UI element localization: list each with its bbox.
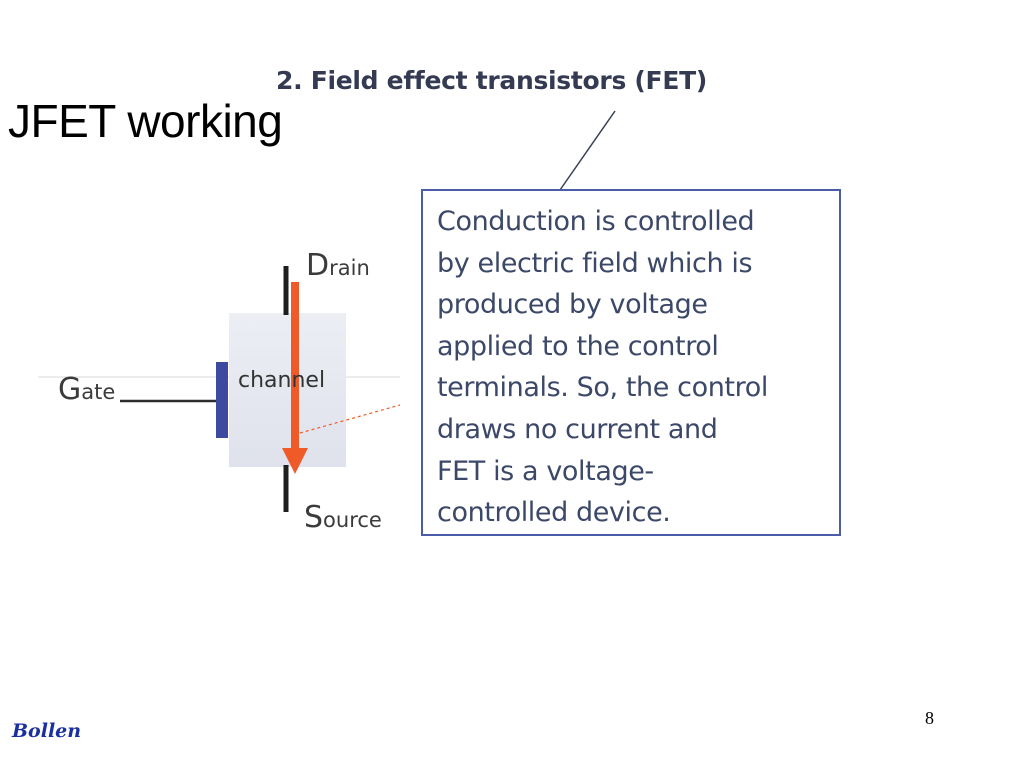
- footer-author: Bollen: [12, 720, 82, 742]
- drain-label-rest: rain: [329, 256, 370, 280]
- callout-line: produced by voltage: [437, 289, 708, 321]
- channel-label: channel: [238, 368, 326, 393]
- callout-line: terminals. So, the control: [437, 372, 768, 404]
- slide-title: JFET working: [8, 95, 283, 147]
- figure-heading: 2. Field effect transistors (FET): [276, 66, 707, 95]
- channel-region: [229, 313, 346, 467]
- callout-line: draws no current and: [437, 413, 718, 445]
- callout-line: controlled device.: [437, 497, 671, 529]
- gate-label-initial: G: [58, 372, 82, 407]
- callout-line: FET is a voltage-: [437, 455, 654, 487]
- heading-pointer-line: [559, 110, 616, 191]
- drain-label-initial: D: [306, 248, 330, 283]
- dashed-pointer-line: [299, 404, 401, 434]
- gate-label: Gate: [58, 372, 115, 407]
- callout-line: Conduction is controlled: [437, 206, 755, 237]
- current-arrow-head: [282, 448, 308, 474]
- page-number: 8: [925, 708, 934, 728]
- gate-bar: [216, 362, 228, 438]
- drain-label: Drain: [306, 248, 370, 283]
- source-label-initial: S: [304, 500, 324, 535]
- source-label-rest: ource: [323, 508, 382, 532]
- callout-box: Conduction is controlled by electric fie…: [421, 189, 841, 536]
- callout-line: applied to the control: [437, 330, 719, 362]
- callout-line: by electric field which is: [437, 247, 753, 279]
- gate-label-rest: ate: [81, 380, 116, 404]
- source-label: Source: [304, 500, 382, 535]
